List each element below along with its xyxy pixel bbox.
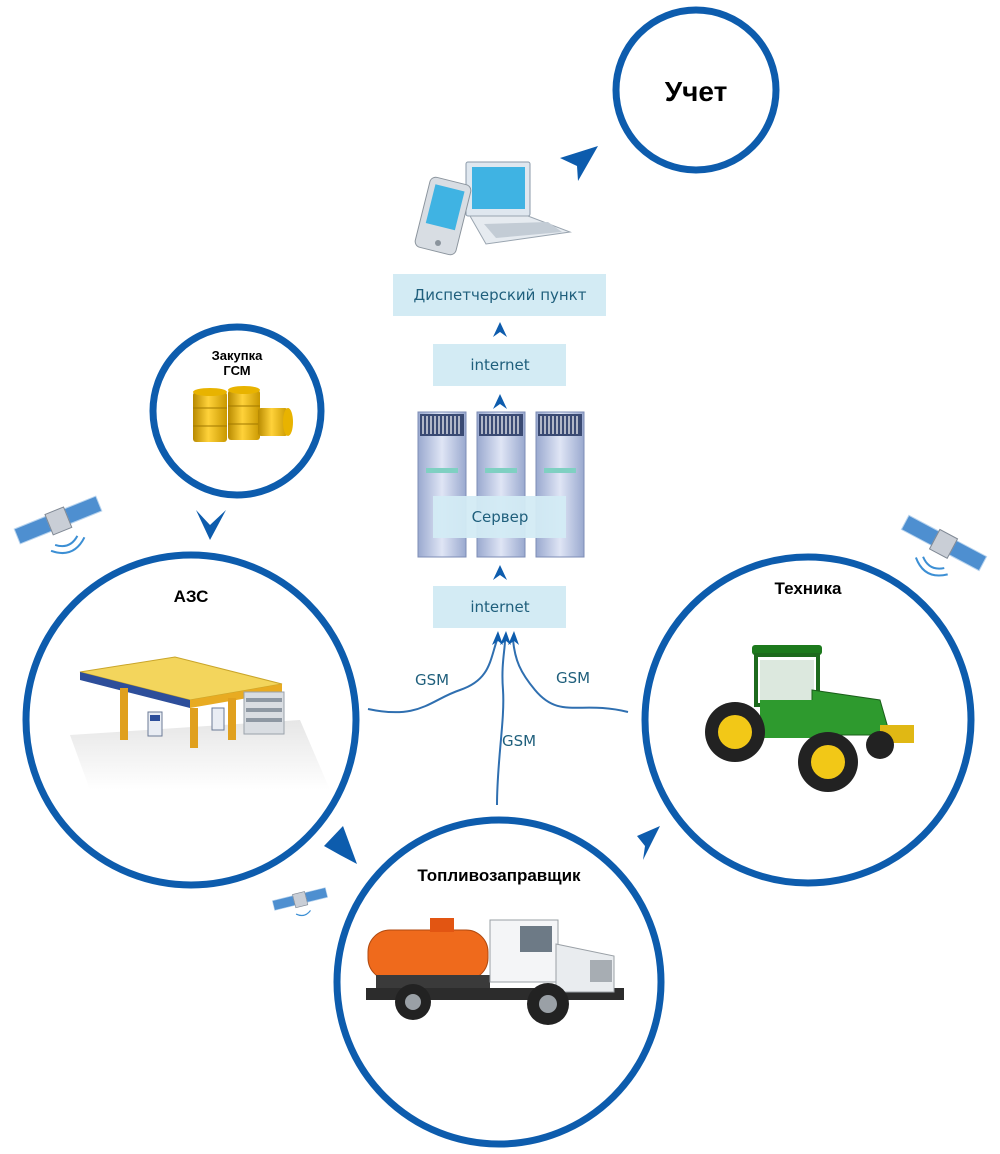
tractor-icon: [705, 645, 914, 792]
arrow-to-azs-icon: [196, 510, 226, 540]
arrow-up-icon: [493, 322, 507, 337]
internet-box-bottom: [433, 586, 566, 628]
gsm-arrowheads: [492, 631, 519, 645]
satellite-icon: [13, 495, 103, 555]
gsm-arrowhead-middle: [500, 631, 511, 645]
internet-box-top: [433, 344, 566, 386]
uchet-circle: [612, 6, 780, 174]
gsm-label-right: GSM: [556, 669, 590, 687]
server-label: Сервер: [472, 508, 529, 526]
toplivo-title: Топливозаправщик: [417, 866, 581, 885]
gsm-arrowhead-left: [492, 631, 503, 645]
uchet-title: Учет: [665, 76, 728, 107]
dispatcher-box: [393, 274, 606, 316]
server-box: [433, 496, 566, 538]
zakupka-title-line2: ГСМ: [223, 363, 250, 378]
arrow-to-truck-icon: [324, 826, 357, 864]
internet-label-bottom: internet: [470, 598, 529, 616]
gsm-label-left: GSM: [415, 671, 449, 689]
gsm-link-tractor: [512, 639, 629, 713]
azs-title: АЗС: [174, 587, 209, 606]
gsm-arrowhead-right: [508, 631, 519, 645]
zakupka-title-line1: Закупка: [212, 348, 263, 363]
internet-label-top: internet: [470, 356, 529, 374]
gsm-links: [367, 639, 629, 806]
chain-arrows: [493, 322, 507, 580]
gsm-link-azs: [367, 639, 498, 714]
gsm-link-truck: [496, 639, 506, 806]
fuel-truck-icon: [366, 918, 624, 1025]
arrow-up-icon: [493, 394, 507, 409]
arrow-from-truck-icon: [637, 826, 660, 860]
computer-pda-icon: [414, 161, 572, 256]
gsm-label-middle: GSM: [502, 732, 536, 750]
dispatcher-label: Диспетчерский пункт: [414, 286, 587, 304]
satellite-icon: [900, 514, 988, 577]
gas-station-icon: [70, 656, 330, 790]
satellite-icon: [271, 887, 329, 917]
arrow-to-uchet-icon: [560, 146, 598, 181]
fuel-barrels-icon: [193, 386, 293, 442]
arrow-up-icon: [493, 565, 507, 580]
tekhnika-title: Техника: [775, 579, 842, 598]
